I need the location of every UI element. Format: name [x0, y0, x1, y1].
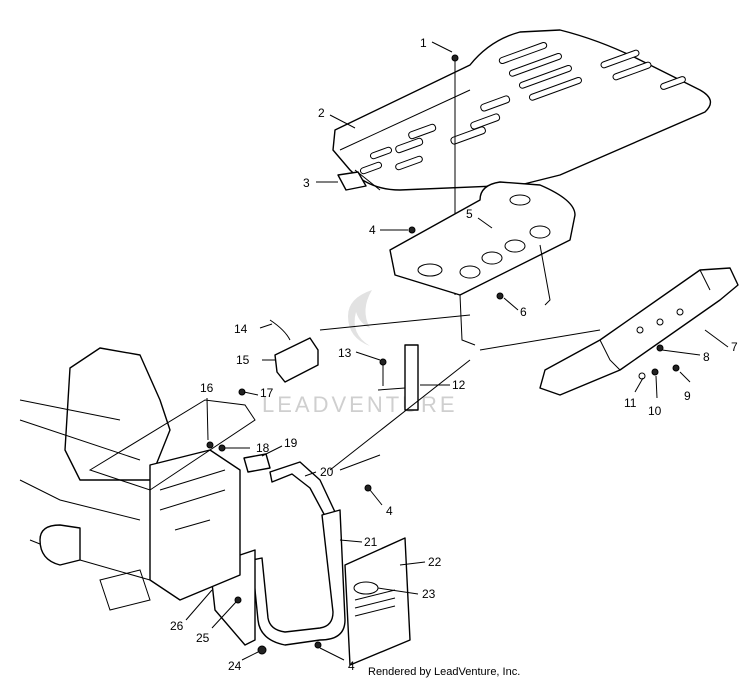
callout-6: 6 [520, 305, 527, 319]
callout-10: 10 [648, 404, 662, 418]
callout-4-middle: 4 [386, 504, 393, 518]
callouts: 1 2 3 4 5 6 7 8 9 10 11 12 13 14 15 16 1… [170, 36, 738, 673]
callout-18: 18 [256, 441, 270, 455]
screws-4 [234, 226, 416, 649]
callout-16: 16 [200, 381, 214, 395]
callout-19: 19 [284, 436, 298, 450]
callout-24: 24 [228, 659, 242, 673]
callout-8: 8 [703, 350, 710, 364]
callout-4-lower: 4 [348, 659, 355, 673]
callout-17: 17 [260, 386, 274, 400]
callout-21: 21 [364, 535, 378, 549]
callout-14: 14 [234, 322, 248, 336]
callout-4-upper: 4 [369, 223, 376, 237]
callout-1: 1 [420, 36, 427, 50]
assembly-lines [319, 314, 601, 471]
callout-23: 23 [422, 587, 436, 601]
watermark-text: LEADVENTURE [262, 392, 458, 417]
rendered-by-footer: Rendered by LeadVenture, Inc. [368, 666, 521, 678]
callout-12: 12 [452, 378, 466, 392]
rack-tab [337, 171, 367, 191]
callout-26: 26 [170, 619, 184, 633]
watermark: LEADVENTURE [262, 290, 458, 417]
callout-22: 22 [428, 555, 442, 569]
callout-9: 9 [684, 389, 691, 403]
callout-13: 13 [338, 346, 352, 360]
rear-bumper [539, 267, 739, 396]
callout-3: 3 [303, 176, 310, 190]
callout-5: 5 [466, 207, 473, 221]
leader-lines [185, 41, 729, 661]
nut [257, 645, 267, 655]
taillight [269, 319, 319, 383]
callout-2: 2 [318, 106, 325, 120]
vehicle-frame [19, 347, 271, 611]
callout-15: 15 [236, 353, 250, 367]
bumper-hardware [638, 344, 680, 380]
mud-flap-bracket [251, 509, 346, 646]
mud-flap [344, 537, 411, 666]
callout-7: 7 [731, 340, 738, 354]
rack-support [389, 181, 576, 346]
callout-11: 11 [624, 396, 637, 410]
callout-25: 25 [196, 631, 210, 645]
taillight-bracket [377, 344, 419, 411]
rear-rack [332, 29, 712, 191]
callout-20: 20 [320, 465, 334, 479]
